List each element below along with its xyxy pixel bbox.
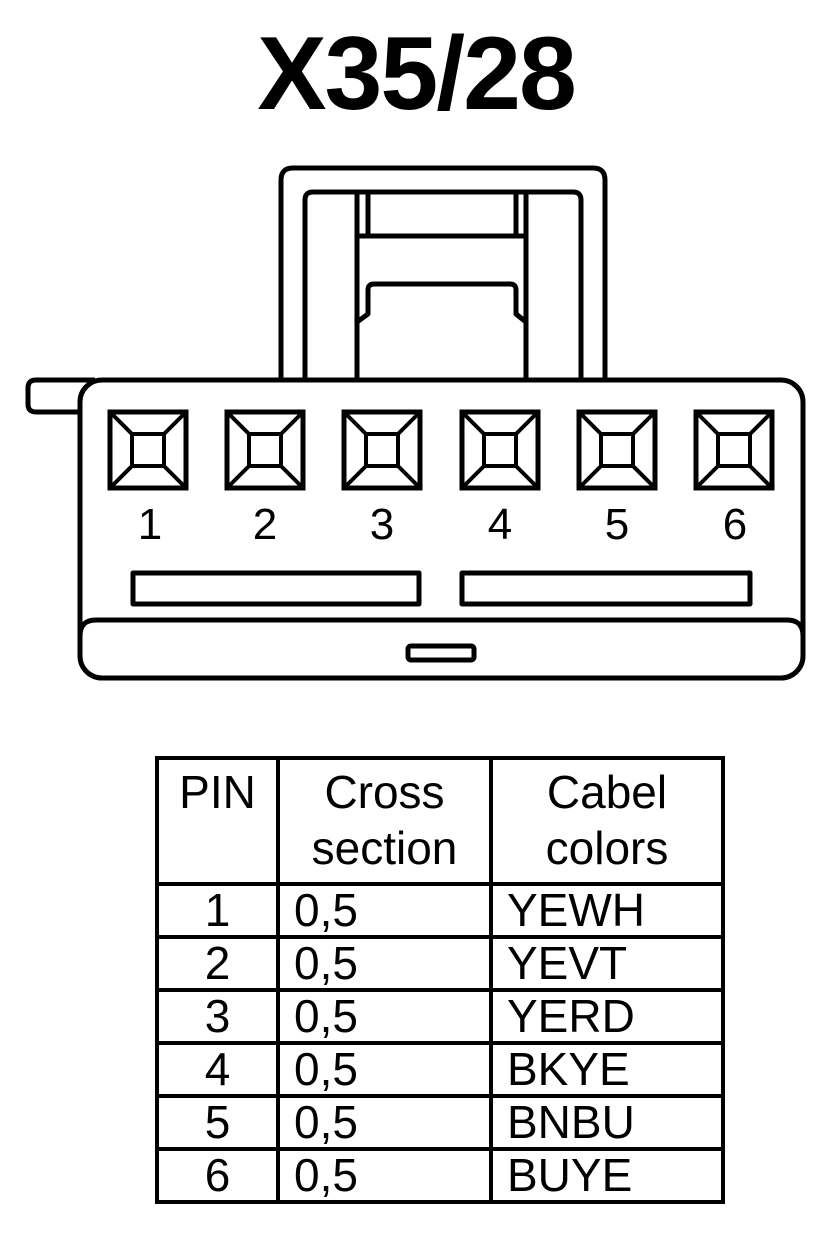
cell-cross-section: 0,5 [276, 935, 493, 992]
pin-cavity [693, 409, 775, 491]
cell-cross-section: 0,5 [276, 882, 493, 939]
pin-cavity [459, 409, 541, 491]
cell-color: YEWH [489, 882, 725, 939]
table-row: 6 0,5 BUYE [155, 1147, 725, 1204]
cell-color: BKYE [489, 1041, 725, 1098]
cell-cross-section: 0,5 [276, 988, 493, 1045]
pin-cavity [341, 409, 423, 491]
cell-pin: 3 [155, 988, 280, 1045]
cell-pin: 1 [155, 882, 280, 939]
header-pin: PIN [155, 756, 280, 886]
latch-outer [278, 165, 608, 382]
cell-color: YERD [489, 988, 725, 1045]
key-slot-left [130, 570, 422, 607]
connector-diagram: 1 2 3 4 5 6 [25, 165, 806, 681]
cell-cross-section: 0,5 [276, 1147, 493, 1204]
cell-pin: 4 [155, 1041, 280, 1098]
cell-color: BUYE [489, 1147, 725, 1204]
table-row: 4 0,5 BKYE [155, 1041, 725, 1098]
cell-pin: 6 [155, 1147, 280, 1204]
housing-notch [405, 643, 477, 663]
cell-cross-section: 0,5 [276, 1094, 493, 1151]
side-tab [25, 377, 95, 415]
cell-cross-section: 0,5 [276, 1041, 493, 1098]
key-slot-right [459, 570, 753, 607]
pin-label: 4 [488, 500, 512, 549]
pin-label: 5 [605, 500, 629, 549]
connector-housing [77, 377, 806, 681]
table-row: 1 0,5 YEWH [155, 882, 725, 939]
pin-cavity [107, 409, 189, 491]
pin-label: 2 [253, 500, 277, 549]
cell-color: YEVT [489, 935, 725, 992]
pin-label: 1 [138, 500, 162, 549]
connector-title: X35/28 [257, 16, 577, 132]
cell-pin: 2 [155, 935, 280, 992]
table-row: 3 0,5 YERD [155, 988, 725, 1045]
pin-cavity [224, 409, 306, 491]
cell-color: BNBU [489, 1094, 725, 1151]
pin-cavity [576, 409, 658, 491]
pin-label: 3 [370, 500, 394, 549]
cell-pin: 5 [155, 1094, 280, 1151]
pin-label: 6 [723, 500, 747, 549]
table-row: 2 0,5 YEVT [155, 935, 725, 992]
latch-inner [302, 189, 584, 382]
table-row: 5 0,5 BNBU [155, 1094, 725, 1151]
